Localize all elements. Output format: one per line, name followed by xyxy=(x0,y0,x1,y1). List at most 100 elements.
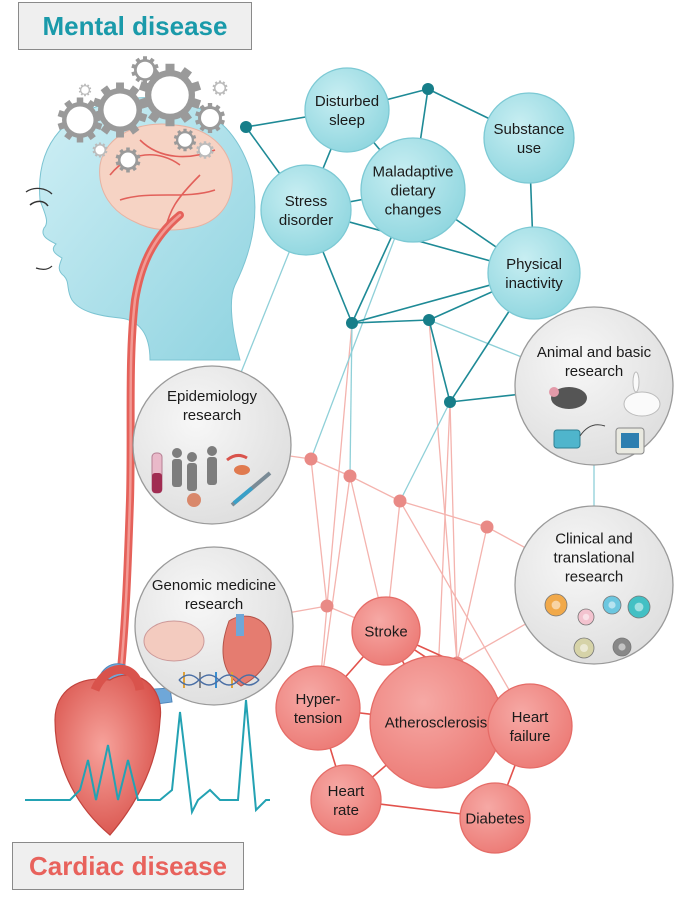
node-label-maladaptive-dietary-changes-line-0: Maladaptive xyxy=(373,163,454,180)
junction-dot-t1 xyxy=(422,83,434,95)
node-circle-stroke xyxy=(351,596,421,666)
gear-icon xyxy=(78,83,92,97)
mouth xyxy=(35,265,53,270)
node-circle-animal-basic-research xyxy=(514,306,674,466)
node-atherosclerosis: Atherosclerosis xyxy=(369,655,503,789)
node-label-heart-rate-line-1: rate xyxy=(333,802,359,819)
gear-icon xyxy=(131,56,159,84)
head-illustration xyxy=(25,97,256,361)
edge-lightteal-t5-p3 xyxy=(399,401,451,502)
node-label-clinical-translational-research-line-2: research xyxy=(565,568,623,585)
edge-lightteal-t3-p2 xyxy=(349,322,353,477)
edge-pink-t3-p5 xyxy=(326,322,353,607)
junction-dot-p3 xyxy=(393,494,407,508)
node-label-physical-inactivity-line-1: inactivity xyxy=(505,275,563,292)
junction-dot-p5 xyxy=(320,599,334,613)
junction-dot-t4 xyxy=(423,314,435,326)
node-label-clinical-translational-research-line-0: Clinical and xyxy=(555,530,633,547)
node-circle-substance-use xyxy=(483,92,575,184)
illustration-genomic-medicine-research xyxy=(143,614,272,688)
illustration-clinical-translational-research xyxy=(544,593,651,659)
eye xyxy=(29,200,49,207)
vessel-highlight xyxy=(118,213,182,682)
node-diabetes: Diabetes xyxy=(459,782,531,854)
edge-teal-t3-t4 xyxy=(351,319,430,324)
edge-teal-t4-t5 xyxy=(428,319,451,403)
node-label-animal-basic-research-line-1: research xyxy=(565,363,623,380)
node-label-diabetes-line-0: Diabetes xyxy=(465,810,524,827)
edge-pink-p4-p6 xyxy=(456,526,488,664)
junction-dot-p4 xyxy=(480,520,494,534)
edge-pink-p1-p5 xyxy=(310,458,328,607)
junction-dot-p1 xyxy=(304,452,318,466)
node-label-heart-failure-line-1: failure xyxy=(510,728,551,745)
node-hypertension: Hyper-tension xyxy=(275,665,361,751)
mental-disease-title: Mental disease xyxy=(18,2,252,50)
edge-pink-p3-heart-failure xyxy=(399,500,531,727)
node-label-animal-basic-research-line-0: Animal and basic xyxy=(537,344,652,361)
node-label-stroke-line-0: Stroke xyxy=(364,623,407,640)
junction-dot-t5 xyxy=(444,396,456,408)
heart-body xyxy=(54,674,162,836)
illustration-animal-basic-research xyxy=(549,371,661,455)
node-circle-diabetes xyxy=(459,782,531,854)
illustration-epidemiology-research xyxy=(151,446,272,507)
node-disturbed-sleep: Disturbed sleep xyxy=(304,67,390,153)
node-label-heart-rate-line-0: Heart xyxy=(328,783,366,800)
eyebrow xyxy=(25,187,53,195)
node-circle-stress-disorder xyxy=(260,164,352,256)
node-physical-inactivity: Physical inactivity xyxy=(487,226,581,320)
gears-illustration xyxy=(57,56,228,173)
node-label-hypertension-line-0: Hyper- xyxy=(295,691,340,708)
node-epidemiology-research: Epidemiology research xyxy=(132,365,292,525)
node-stress-disorder: Stress disorder xyxy=(260,164,352,256)
brain-vessels xyxy=(109,139,216,231)
edge-pink-p3-p4 xyxy=(399,500,488,528)
cardiac-disease-title: Cardiac disease xyxy=(12,842,244,890)
node-label-physical-inactivity-line-0: Physical xyxy=(506,256,562,273)
gear-icon xyxy=(92,142,108,158)
node-maladaptive-dietary-changes: Maladaptive dietary changes xyxy=(360,137,466,243)
node-label-clinical-translational-research-line-1: translational xyxy=(554,549,635,566)
node-animal-basic-research: Animal and basic research xyxy=(514,306,674,466)
node-label-stress-disorder-line-1: disorder xyxy=(279,212,333,229)
gear-icon xyxy=(115,147,141,173)
node-label-maladaptive-dietary-changes-line-1: dietary xyxy=(390,182,436,199)
node-circle-hypertension xyxy=(275,665,361,751)
node-stroke: Stroke xyxy=(351,596,421,666)
node-circle-heart-rate xyxy=(310,764,382,836)
node-circle-physical-inactivity xyxy=(487,226,581,320)
gear-icon xyxy=(138,63,202,127)
junction-dot-p2 xyxy=(343,469,357,483)
heart-illustration xyxy=(54,663,173,836)
node-label-disturbed-sleep-line-1: sleep xyxy=(329,112,365,129)
node-label-maladaptive-dietary-changes-line-2: changes xyxy=(385,201,442,218)
gear-icon xyxy=(196,141,214,159)
edge-pink-p1-p2 xyxy=(310,458,351,477)
node-label-disturbed-sleep-line-0: Disturbed xyxy=(315,93,379,110)
gear-icon xyxy=(212,80,228,96)
junction-dot-t3 xyxy=(346,317,358,329)
gear-icon xyxy=(173,128,197,152)
node-label-stress-disorder-line-0: Stress xyxy=(285,193,328,210)
node-circle-heart-failure xyxy=(487,683,573,769)
gear-icon xyxy=(92,82,148,138)
node-label-epidemiology-research-line-1: research xyxy=(183,407,241,424)
node-clinical-translational-research: Clinical and translational research xyxy=(514,505,674,665)
node-label-epidemiology-research-line-0: Epidemiology xyxy=(167,388,258,405)
junction-dot-t2 xyxy=(240,121,252,133)
ecg-trace xyxy=(25,699,270,816)
node-label-hypertension-line-1: tension xyxy=(294,710,342,727)
node-label-genomic-medicine-research-line-1: research xyxy=(185,596,243,613)
node-label-substance-use-line-1: use xyxy=(517,140,541,157)
gear-icon xyxy=(195,103,225,133)
node-circle-clinical-translational-research xyxy=(514,505,674,665)
heart-arch xyxy=(90,664,145,692)
node-label-genomic-medicine-research-line-0: Genomic medicine xyxy=(152,577,276,594)
edge-pink-t4-p6 xyxy=(428,319,458,664)
edge-pink-t5-p6 xyxy=(449,401,458,664)
